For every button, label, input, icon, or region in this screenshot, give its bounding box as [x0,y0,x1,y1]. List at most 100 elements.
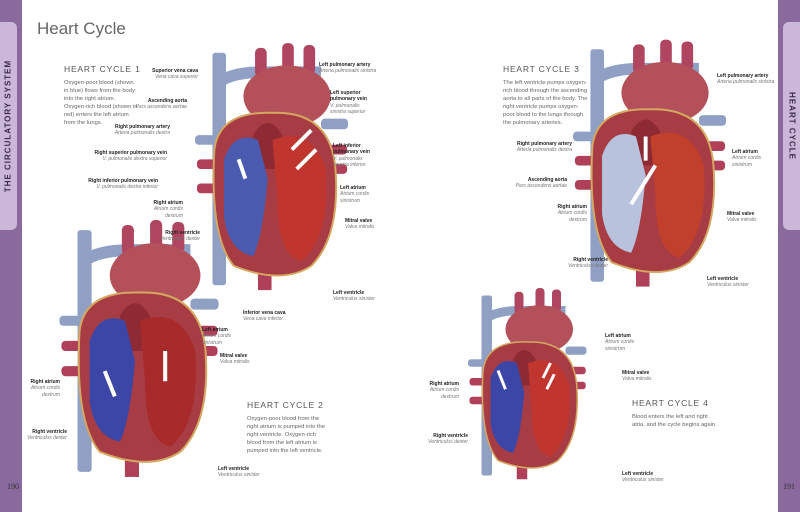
blood-flow-arrow-icon [629,136,657,206]
label-latin: Arteria pulmonalis dextra [516,147,572,154]
label-latin: Ventriculus sinister [622,477,664,484]
label-name: Right atrium [557,204,587,210]
section-heart-cycle-4: HEART CYCLE 4 Blood enters the left and … [632,398,717,429]
section-body: Blood enters the left and right atria, a… [632,414,717,428]
label-latin: Ventriculus sinister [707,282,749,289]
label-name: Left atrium [605,333,631,339]
label-latin: Atrium cordis sinistrum [605,339,635,352]
label-latin: Valva mitralis [345,224,375,231]
label-name: Mitral valve [622,370,650,376]
label-name: Left ventricle [218,466,250,472]
label-latin: V. pulmonalis dextra superior [102,156,167,163]
label-latin: Ventriculus sinister [218,472,260,479]
label-latin: Pars ascendens aortae [135,104,187,111]
heart-illustration-cycle-1 [195,38,350,300]
label-name: Left atrium [732,149,758,155]
chapter-tab-label: THE CIRCULATORY SYSTEM [3,59,13,193]
label-name: Right pulmonary artery [114,124,170,130]
label-name: Mitral valve [727,211,755,217]
label-name: Superior vena cava [152,68,198,74]
label-name: Right atrium [153,200,183,206]
heart-illustration-cycle-3 [573,38,728,293]
label-name: Right inferior pulmonary vein [88,178,158,184]
chapter-tab-left [0,22,17,230]
label-name: Mitral valve [345,218,373,224]
label-latin: Ventriculus dexter [428,439,468,446]
label-latin: V. pulmonalis sinistra superior [330,102,366,116]
label-latin: Vena cava superior [155,74,198,81]
section-body: Oxygen-poor blood from the right atrium … [247,416,325,454]
section-heart-cycle-1: HEART CYCLE 1 Oxygen-poor blood (shown i… [64,64,140,127]
blood-flow-arrow-icon [236,128,318,180]
section-heading: HEART CYCLE 2 [247,400,324,410]
label-latin: Atrium cordis dextrum [30,385,60,398]
label-name: Right ventricle [165,230,200,236]
label-name: Left inferior pulmonary vein [333,143,370,156]
label-latin: Valva mitralis [622,376,652,383]
section-tab-label: HEART CYCLE [787,92,797,160]
section-tab-right [783,22,800,230]
blood-flow-arrow-icon [102,351,168,398]
page-number-right: 191 [783,482,795,491]
section-heart-cycle-2: HEART CYCLE 2 Oxygen-poor blood from the… [247,400,325,455]
label-name: Left ventricle [707,276,739,282]
section-heading: HEART CYCLE 3 [503,64,580,74]
section-heart-cycle-3: HEART CYCLE 3 The left ventricle pumps o… [503,64,588,127]
label-name: Left atrium [340,185,366,191]
page-title: Heart Cycle [37,19,126,38]
label-latin: Valva mitralis [220,359,250,366]
label-latin: V. pulmonalis sinistra inferior [333,155,366,169]
label-latin: Ventriculus dexter [160,236,200,243]
label-name: Right ventricle [32,429,67,435]
heart-illustration-cycle-2 [55,220,225,482]
label-latin: Ventriculus sinister [333,296,375,303]
label-latin: Ventriculus dexter [27,435,67,442]
label-name: Right ventricle [433,433,468,439]
heart-illustration-cycle-4 [448,288,608,483]
label-name: Right superior pulmonary vein [94,150,167,156]
label-name: Left ventricle [622,471,654,477]
label-latin: Vena cava inferior [243,316,284,323]
label-name: Right pulmonary artery [516,141,572,147]
page-number-left: 190 [7,482,19,491]
label-latin: V. pulmonalis dextra inferior [96,184,158,191]
label-name: Mitral valve [220,353,248,359]
blood-flow-arrow-icon [496,362,556,390]
label-latin: Arteria pulmonalis sinistra [319,68,377,75]
label-latin: Atrium cordis sinistrum [202,333,232,346]
section-body: Oxygen-poor blood (shown in blue) flows … [64,80,138,126]
section-body: The left ventricle pumps oxygen-rich blo… [503,80,588,126]
label-latin: Valva mitralis [727,217,757,224]
label-name: Ascending aorta [147,98,187,104]
section-heading: HEART CYCLE 4 [632,398,709,408]
label-name: Left ventricle [333,290,365,296]
label-name: Left atrium [202,327,228,333]
